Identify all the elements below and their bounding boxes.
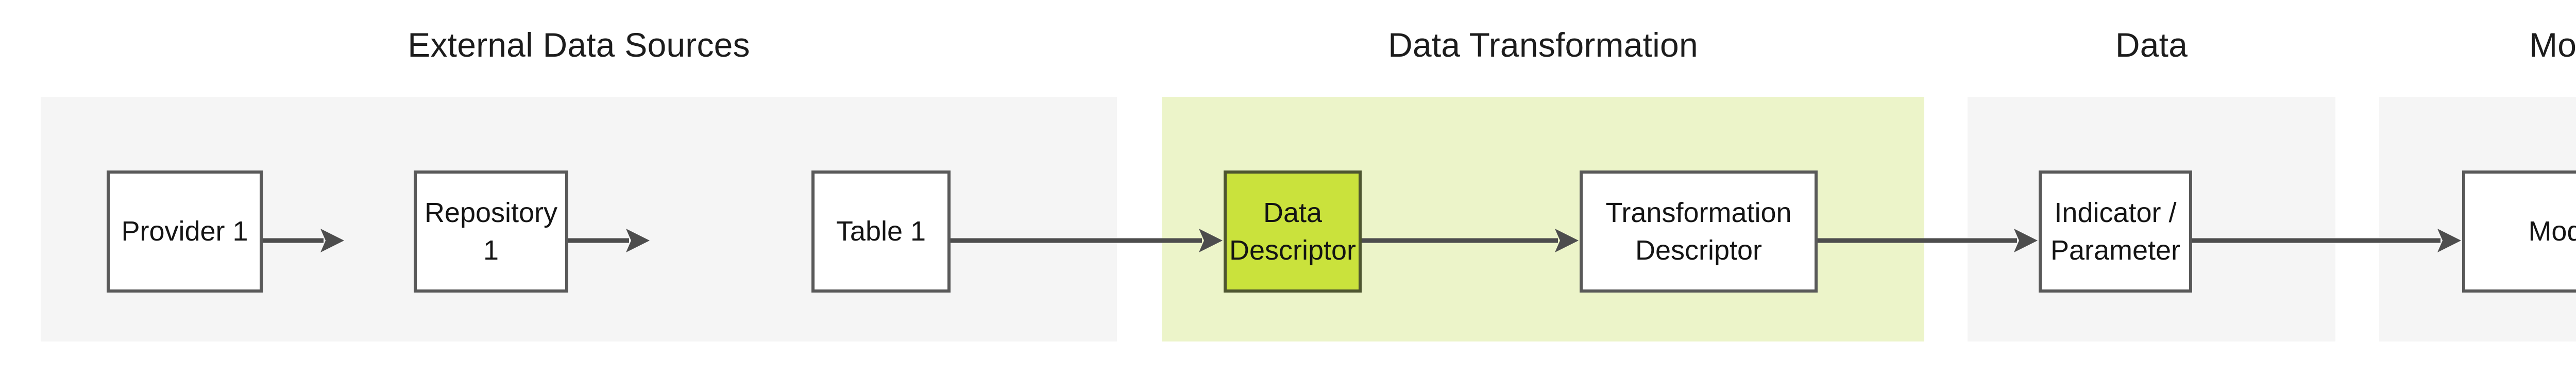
- arrow-provider-1-to-repository-1: [263, 226, 345, 255]
- node-label-model: Model: [2528, 216, 2576, 247]
- node-label-data-descriptor: Data Descriptor: [1229, 197, 1357, 266]
- node-provider-1[interactable]: Provider 1: [107, 170, 263, 293]
- group-title-data-transformation: Data Transformation: [1388, 26, 1698, 64]
- node-label-provider-1: Provider 1: [121, 216, 248, 247]
- node-transformation-descriptor[interactable]: Transformation Descriptor: [1580, 170, 1818, 293]
- group-title-data: Data: [2115, 26, 2188, 64]
- node-table-1[interactable]: Table 1: [811, 170, 951, 293]
- arrow-indicator-parameter-to-model: [2192, 226, 2462, 255]
- arrow-data-descriptor-to-transformation-descriptor: [1362, 226, 1580, 255]
- group-title-external-data-sources: External Data Sources: [408, 26, 750, 64]
- arrow-transformation-descriptor-to-indicator-parameter: [1818, 226, 2039, 255]
- arrow-repository-1-to-table-1: [568, 226, 651, 255]
- node-data-descriptor[interactable]: Data Descriptor: [1224, 170, 1362, 293]
- arrow-table-1-to-data-descriptor: [951, 226, 1224, 255]
- node-repository-1[interactable]: Repository 1: [414, 170, 568, 293]
- group-title-model: Model: [2529, 26, 2576, 64]
- node-model[interactable]: Model: [2462, 170, 2576, 293]
- node-label-table-1: Table 1: [836, 216, 926, 247]
- node-label-repository-1: Repository 1: [424, 197, 558, 266]
- node-label-transformation-descriptor: Transformation Descriptor: [1605, 197, 1792, 266]
- node-label-indicator-parameter: Indicator / Parameter: [2050, 197, 2181, 266]
- node-indicator-parameter[interactable]: Indicator / Parameter: [2039, 170, 2192, 293]
